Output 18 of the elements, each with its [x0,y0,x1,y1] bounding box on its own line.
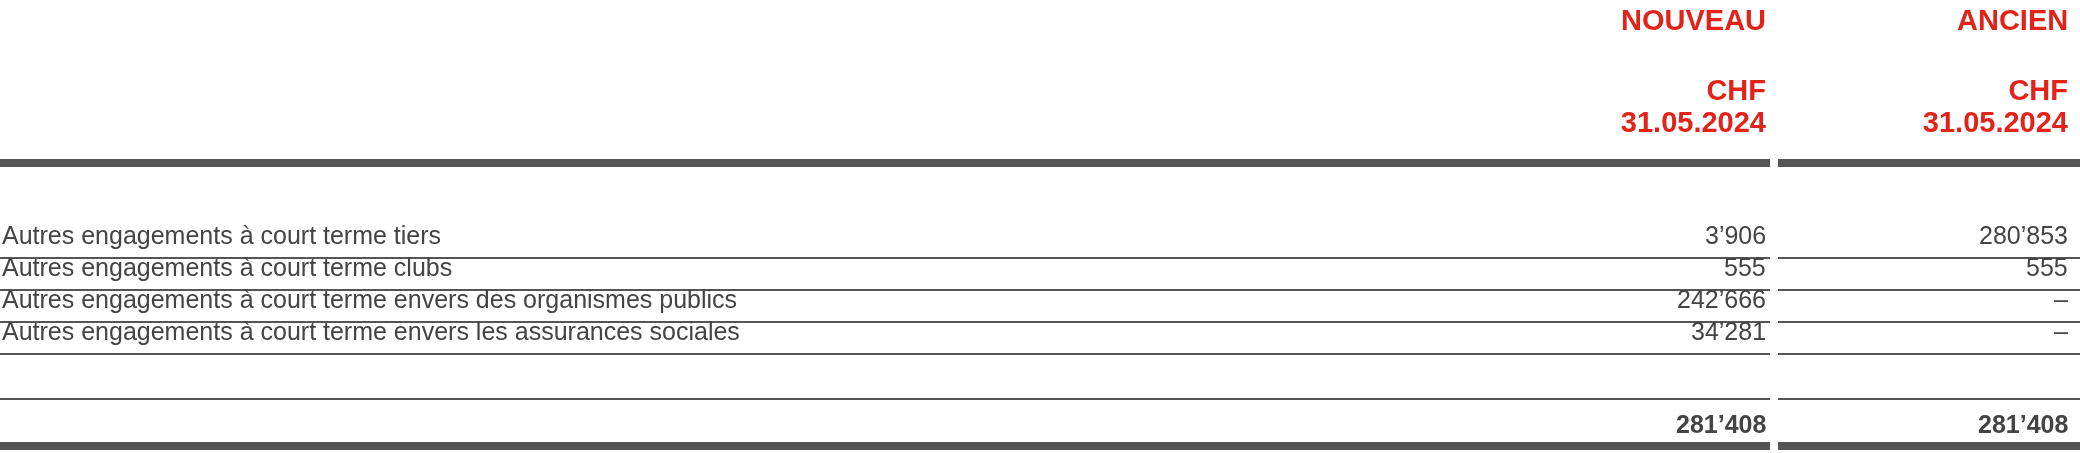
table-cell: 3’906 [1705,223,1767,248]
table-cell: 34’281 [1691,319,1767,344]
column-header: CHF 31.05.2024 [1921,74,2068,138]
row-label: Autres engagements à court terme clubs [2,255,453,280]
table-cell: 555 [1724,255,1766,280]
table-cell: 280’853 [1979,223,2068,248]
column-header: NOUVEAU [1621,4,1766,36]
row-label: Autres engagements à court terme envers des organismes publics [2,287,738,312]
row-label: Autres engagements à court terme envers les assurances sociales [2,319,740,344]
table-cell: 242’666 [1677,287,1766,312]
table-cell: – [2054,319,2068,344]
column-header: ANCIEN [1957,4,2069,36]
column-header: CHF 31.05.2024 [1619,74,1766,138]
row-label: Autres engagements à court terme tiers [2,223,442,248]
table-cell: 555 [2026,255,2068,280]
total-cell: 281’408 [1978,412,2069,437]
total-cell: 281’408 [1676,412,1767,437]
table-cell: – [2054,287,2068,312]
